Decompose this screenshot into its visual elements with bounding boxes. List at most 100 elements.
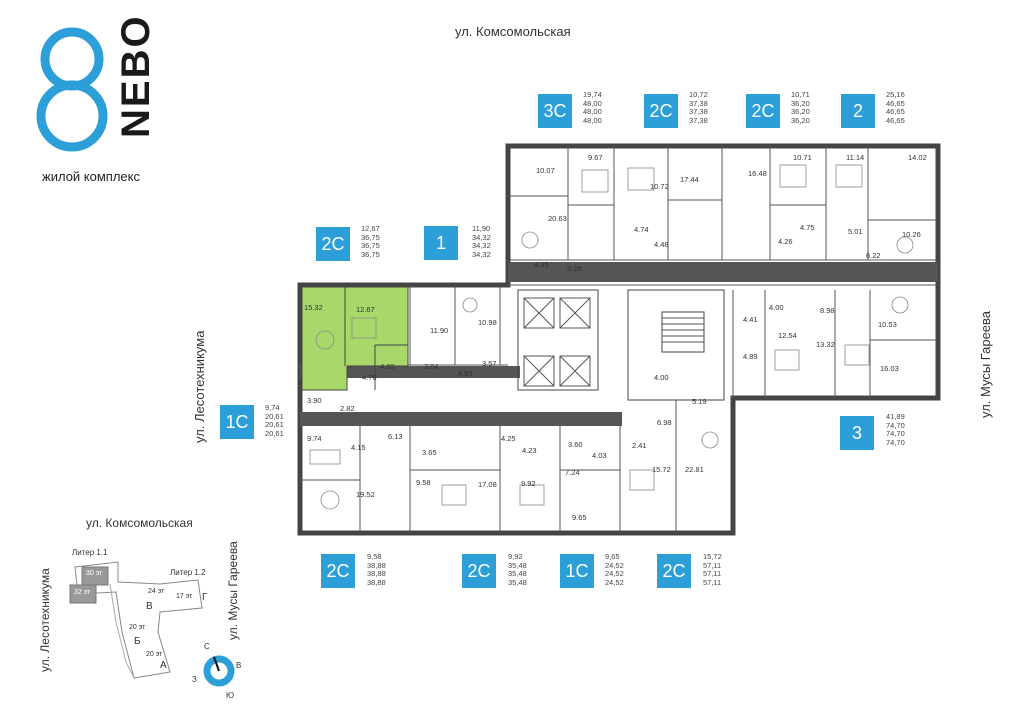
room-label: 4.26	[778, 237, 793, 246]
site-liter-1-2: Литер 1.2	[170, 568, 206, 577]
room-label: 3.04	[424, 362, 439, 371]
site-floors: 17 эт	[176, 593, 193, 600]
room-label: 10.07	[536, 166, 555, 175]
apt-type-badge: 2	[841, 94, 875, 128]
apt-type-badge: 1С	[560, 554, 594, 588]
room-label: 6.98	[657, 418, 672, 427]
apt-type-badge: 3С	[538, 94, 572, 128]
apt-type-badge: 2С	[321, 554, 355, 588]
room-label: 15.32	[304, 303, 323, 312]
site-floors: 24 эт	[148, 588, 165, 595]
room-label: 10.26	[902, 230, 921, 239]
compass-west: З	[192, 675, 197, 684]
room-label: 3.60	[568, 440, 583, 449]
site-letter: А	[160, 660, 167, 671]
room-label: 4.00	[380, 362, 395, 371]
site-liter-1-1: Литер 1.1	[72, 548, 108, 557]
room-label: 4.00	[769, 303, 784, 312]
logo-eight-icon	[36, 27, 108, 152]
site-floors: 20 эт	[146, 651, 163, 658]
room-label: 5.19	[692, 397, 707, 406]
apt-type-badge: 2С	[316, 227, 350, 261]
room-label: 4.75	[800, 223, 815, 232]
room-label: 9.65	[572, 513, 587, 522]
room-label: 9.92	[521, 479, 536, 488]
room-label: 13.32	[816, 340, 835, 349]
compass-east: В	[236, 661, 242, 670]
site-street-top: ул. Комсомольская	[86, 516, 193, 530]
room-label: 15.72	[652, 465, 671, 474]
room-label: 4.41	[743, 315, 758, 324]
room-label: 20.63	[548, 214, 567, 223]
compass-icon	[203, 655, 235, 687]
apt-type-badge: 2С	[644, 94, 678, 128]
room-label: 6.22	[866, 251, 881, 260]
site-plan: ул. Комсомольская ул. Лесотехникума ул. …	[30, 512, 260, 717]
apt-type-badge: 1С	[220, 405, 254, 439]
room-label: 4.76	[362, 373, 377, 382]
compass-north: С	[204, 642, 210, 651]
room-label: 4.03	[592, 451, 607, 460]
site-floors: 30 эт	[86, 570, 103, 577]
room-label: 10.72	[650, 182, 669, 191]
room-label: 3.65	[422, 448, 437, 457]
room-label: 12.54	[778, 331, 797, 340]
room-label: 11.90	[430, 326, 449, 335]
room-label: 2.41	[632, 441, 647, 450]
room-label: 3.57	[482, 359, 497, 368]
compass: С В З Ю	[192, 642, 246, 702]
site-letter: Б	[134, 636, 141, 647]
room-label: 4.25	[501, 434, 516, 443]
site-plan-shape	[69, 561, 203, 679]
room-label: 10.53	[878, 320, 897, 329]
room-label: 10.98	[478, 318, 497, 327]
site-floors: 32 эт	[74, 589, 91, 596]
room-label: 3.28	[567, 264, 582, 273]
room-label: 2.82	[340, 404, 355, 413]
room-label: 4.83	[458, 369, 473, 378]
room-label: 7.24	[565, 468, 580, 477]
room-label: 4.23	[522, 446, 537, 455]
room-label: 8.98	[820, 306, 835, 315]
room-label: 16.03	[880, 364, 899, 373]
room-label: 4.89	[743, 352, 758, 361]
site-letter: В	[146, 601, 153, 612]
selected-apartment	[301, 286, 409, 391]
room-label: 12.67	[356, 305, 375, 314]
apt-type-badge: 2С	[462, 554, 496, 588]
street-top: ул. Комсомольская	[455, 24, 571, 39]
room-label: 19.52	[356, 490, 375, 499]
room-label: 4.35	[534, 260, 549, 269]
apt-type-badge: 1	[424, 226, 458, 260]
room-label: 22.81	[685, 465, 704, 474]
site-floors: 20 эт	[129, 624, 146, 631]
apt-type-badge: 2С	[657, 554, 691, 588]
site-letter: Г	[202, 592, 208, 603]
room-label: 10.71	[793, 153, 812, 162]
room-label: 14.02	[908, 153, 927, 162]
room-label: 9.74	[307, 434, 322, 443]
room-label: 16.48	[748, 169, 767, 178]
room-label: 6.13	[388, 432, 403, 441]
room-label: 4.48	[654, 240, 669, 249]
room-label: 4.74	[634, 225, 649, 234]
logo: NEBO жилой комплекс	[36, 14, 158, 186]
room-label: 4.00	[654, 373, 669, 382]
room-label: 5.01	[848, 227, 863, 236]
room-label: 9.58	[416, 478, 431, 487]
apt-type-badge: 3	[840, 416, 874, 450]
room-label: 17.44	[680, 175, 699, 184]
brand-subtitle: жилой комплекс	[42, 169, 140, 184]
room-label: 17.08	[478, 480, 497, 489]
